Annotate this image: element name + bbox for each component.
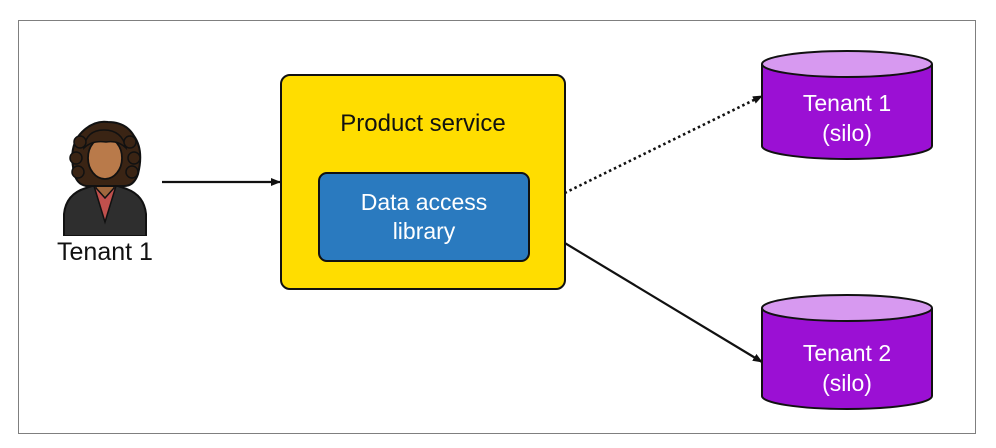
tenant-label: Tenant 1 [57, 238, 153, 266]
data-access-library-label: Data access library [360, 189, 488, 244]
product-service-box: Product service Data access library [280, 74, 566, 290]
database-tenant2-silo: Tenant 2 (silo) [760, 294, 934, 412]
database-icon [761, 294, 933, 410]
diagram-frame [18, 20, 976, 434]
product-service-title: Product service [340, 110, 506, 137]
arrow-library-to-tenant1-silo [529, 94, 763, 212]
database-icon [761, 50, 933, 160]
database-label: Tenant 1 (silo) [802, 90, 892, 146]
database-label: Tenant 2 (silo) [802, 340, 892, 396]
database-tenant1-silo: Tenant 1 (silo) [760, 50, 934, 162]
data-access-library-box: Data access library [318, 172, 530, 262]
arrow-library-to-tenant2-silo [529, 221, 763, 363]
person-icon [60, 118, 150, 237]
